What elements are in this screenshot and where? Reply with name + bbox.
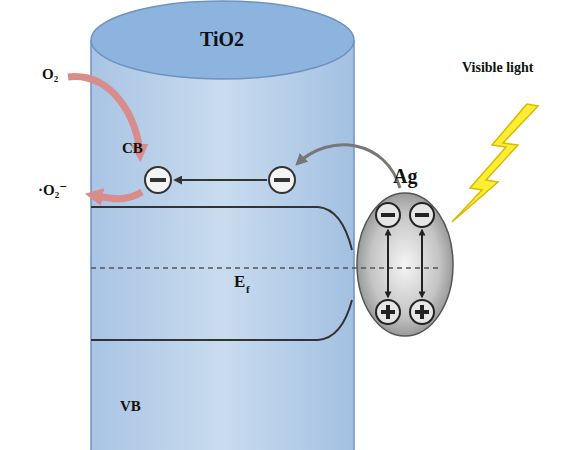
molecule-label: O₂ (42, 66, 58, 83)
particle-outline (355, 163, 455, 338)
ag-particle: Ag (355, 163, 455, 338)
cylinder-body (91, 40, 354, 450)
lightning-bolt (452, 104, 538, 222)
ag-ellipse (357, 193, 453, 336)
superoxide-out-arrow (92, 192, 142, 199)
cylinder-top (91, 1, 354, 79)
electron-transfer-arrow (175, 179, 267, 181)
tio2-cylinder: TiO2 (90, 0, 355, 450)
excitation-arrow (387, 230, 389, 297)
electron-symbol (376, 203, 400, 227)
electron-injection-arrow (297, 145, 400, 188)
electron-symbol (410, 203, 434, 227)
valence-band-edge (91, 300, 352, 340)
electron-symbol (269, 167, 295, 193)
band-label: VB (120, 398, 141, 415)
cylinder-outline (90, 0, 355, 450)
conduction-band-edge (91, 207, 352, 250)
band-label: CB (122, 140, 143, 157)
electron-symbol (145, 167, 171, 193)
node-title: Ag (393, 165, 417, 188)
fermi-subscript: f (246, 283, 250, 296)
excitation-arrow (421, 230, 423, 297)
molecule-label: ·O₂⁻ (38, 182, 67, 199)
hole-symbol (376, 300, 400, 324)
fermi-level-label: E (234, 272, 245, 292)
hole-symbol (410, 300, 434, 324)
light-label: Visible light (462, 60, 534, 76)
node-title: TiO2 (200, 28, 244, 51)
